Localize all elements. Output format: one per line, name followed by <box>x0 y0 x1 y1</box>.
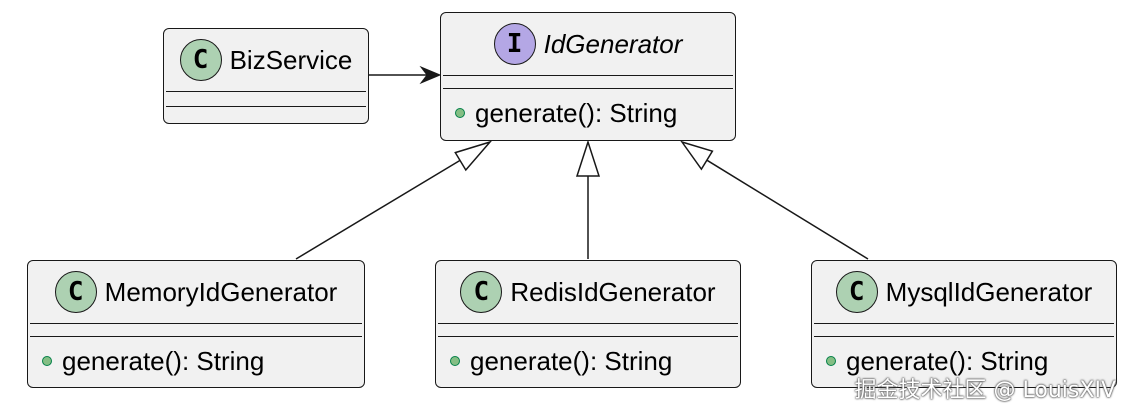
class-header: C BizService <box>164 29 368 91</box>
class-mysql-id-generator[interactable]: C MysqlIdGenerator generate(): String <box>811 260 1117 388</box>
public-method-icon <box>450 356 460 366</box>
interface-stereotype-icon: I <box>493 23 536 65</box>
class-memory-id-generator[interactable]: C MemoryIdGenerator generate(): String <box>27 260 365 388</box>
interface-id-generator[interactable]: I IdGenerator generate(): String <box>440 12 736 141</box>
interface-name: IdGenerator <box>543 28 683 59</box>
method-signature: generate(): String <box>475 97 678 128</box>
methods-section: generate(): String <box>812 337 1116 385</box>
attributes-section <box>436 324 740 336</box>
realization-line-memory <box>295 155 467 260</box>
methods-separator <box>166 106 366 107</box>
class-stereotype-icon: C <box>835 271 878 313</box>
public-method-icon <box>42 356 52 366</box>
public-method-icon <box>826 356 836 366</box>
method-signature: generate(): String <box>62 345 265 376</box>
methods-section: generate(): String <box>436 337 740 385</box>
attributes-separator <box>814 323 1114 324</box>
class-header: C MysqlIdGenerator <box>812 261 1116 323</box>
realization-line-mysql <box>706 159 869 260</box>
attributes-section <box>28 324 364 336</box>
methods-separator <box>814 336 1114 337</box>
class-redis-id-generator[interactable]: C RedisIdGenerator generate(): String <box>435 260 741 388</box>
class-name: BizService <box>229 44 353 75</box>
class-stereotype-icon: C <box>179 39 222 81</box>
realization-triangle-mysql <box>680 140 714 171</box>
class-stereotype-icon: C <box>54 271 97 313</box>
interface-header: I IdGenerator <box>441 13 735 75</box>
method-signature: generate(): String <box>846 345 1049 376</box>
public-method-icon <box>455 108 465 118</box>
class-name: RedisIdGenerator <box>510 276 716 307</box>
class-stereotype-icon: C <box>460 271 503 313</box>
class-header: C MemoryIdGenerator <box>28 261 364 323</box>
realization-triangle-redis <box>575 139 601 177</box>
methods-separator <box>438 336 738 337</box>
attributes-separator <box>30 323 362 324</box>
watermark-text: 掘金技术社区 @ LouisXIV <box>854 378 1116 403</box>
class-name: MemoryIdGenerator <box>104 276 338 307</box>
attributes-separator <box>438 323 738 324</box>
methods-section: generate(): String <box>441 89 735 137</box>
methods-separator <box>443 88 733 89</box>
class-header: C RedisIdGenerator <box>436 261 740 323</box>
attributes-separator <box>443 75 733 76</box>
association-arrowhead <box>419 65 442 85</box>
methods-section: generate(): String <box>28 337 364 385</box>
methods-separator <box>30 336 362 337</box>
realization-triangle-memory <box>454 140 493 172</box>
class-name: MysqlIdGenerator <box>885 276 1093 307</box>
method-signature: generate(): String <box>470 345 673 376</box>
attributes-section <box>441 76 735 88</box>
attributes-section <box>164 92 368 106</box>
class-biz-service[interactable]: C BizService <box>163 28 369 124</box>
attributes-section <box>812 324 1116 336</box>
attributes-separator <box>166 91 366 92</box>
